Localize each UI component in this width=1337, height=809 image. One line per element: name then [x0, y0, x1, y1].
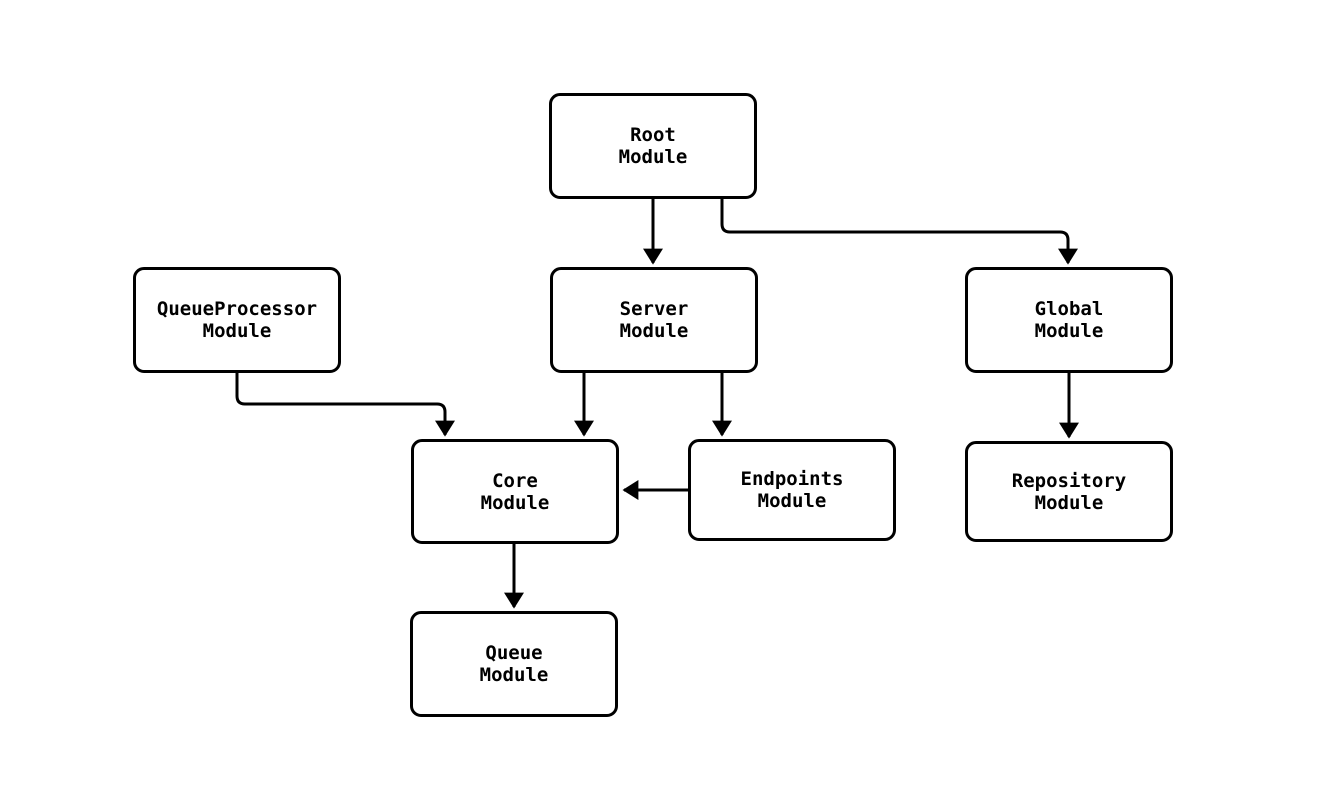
- node-label: QueueProcessor Module: [156, 298, 318, 342]
- node-queueprocessor-module: QueueProcessor Module: [133, 267, 341, 373]
- node-label: Core Module: [480, 469, 550, 514]
- edge-queueprocessor-to-core: [235, 373, 455, 437]
- node-label: Server Module: [619, 298, 689, 342]
- node-label: Repository Module: [1011, 469, 1127, 514]
- node-global-module: Global Module: [965, 267, 1173, 373]
- node-root-module: Root Module: [549, 93, 757, 199]
- node-label: Global Module: [1034, 298, 1104, 342]
- node-label: Queue Module: [479, 642, 549, 686]
- node-repository-module: Repository Module: [965, 441, 1173, 542]
- node-endpoints-module: Endpoints Module: [688, 439, 896, 541]
- node-server-module: Server Module: [550, 267, 758, 373]
- node-label: Root Module: [618, 124, 688, 168]
- node-core-module: Core Module: [411, 439, 619, 544]
- node-queue-module: Queue Module: [410, 611, 618, 717]
- edge-root-to-global: [720, 199, 1078, 265]
- node-label: Endpoints Module: [740, 468, 844, 512]
